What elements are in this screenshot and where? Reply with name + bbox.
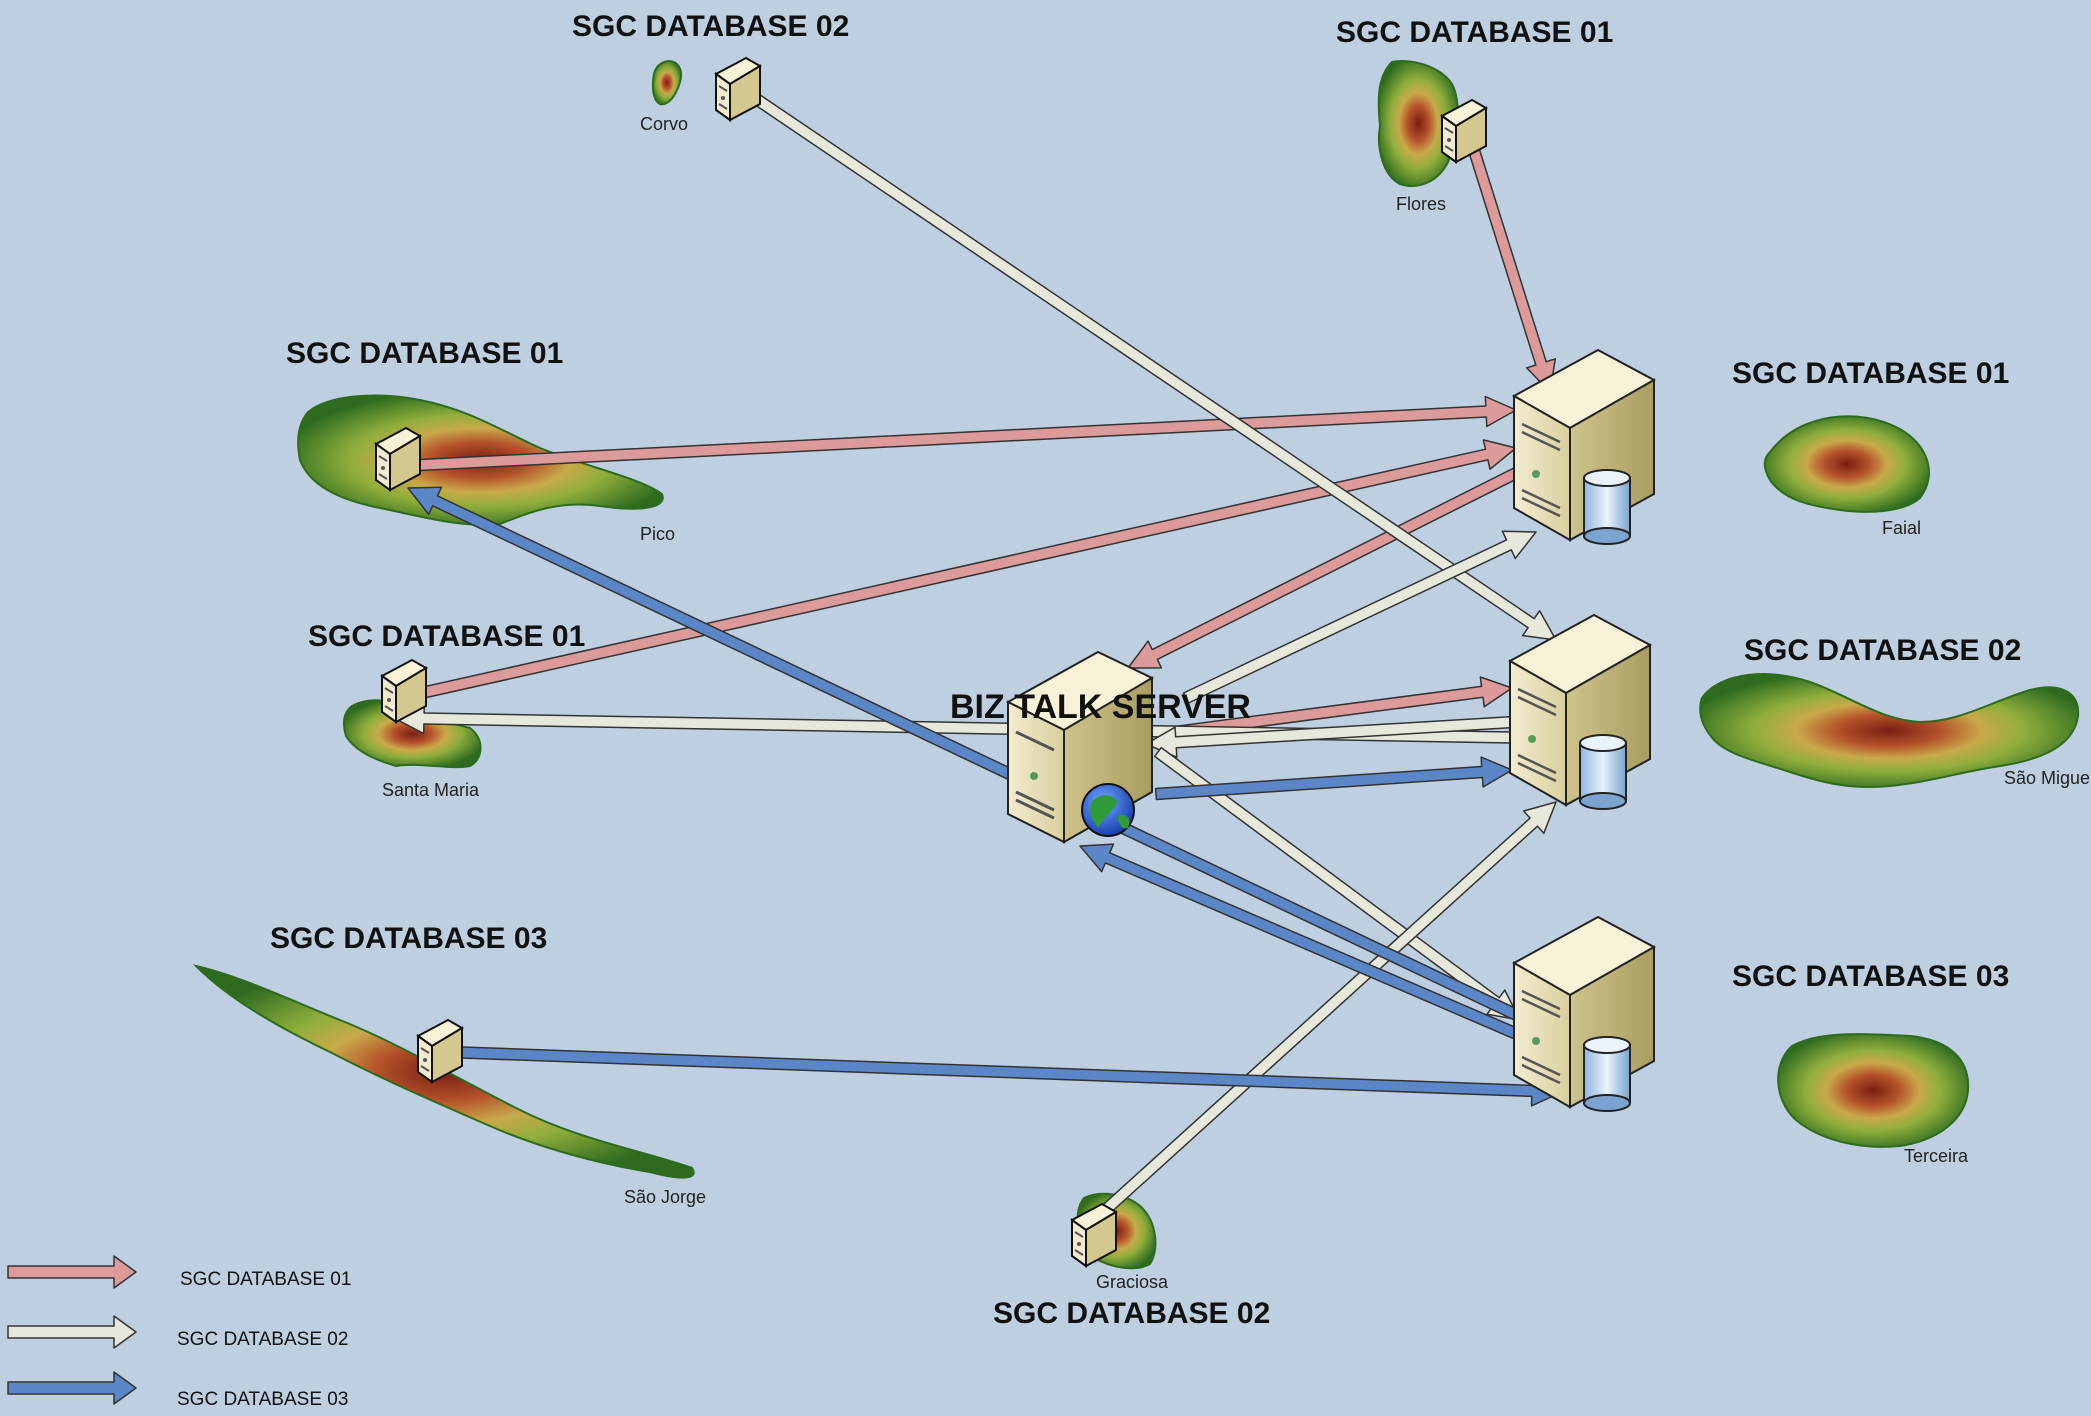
globe-icon [1081, 783, 1135, 837]
central-server-faial[interactable] [1511, 348, 1657, 545]
remote-server-corvo[interactable] [714, 56, 762, 122]
island-label-sao-jorge: São Jorge [624, 1187, 706, 1207]
island-label-graciosa: Graciosa [1096, 1272, 1169, 1292]
legend-arrows [7, 1255, 137, 1405]
legend-label-db02: SGC DATABASE 02 [177, 1329, 348, 1350]
remote-title-graciosa: SGC DATABASE 02 [993, 1297, 1270, 1330]
arrow-sao-jorge-to-terceira-db03 [447, 1045, 1563, 1107]
legend-arrow-db02 [7, 1315, 137, 1349]
remote-server-graciosa[interactable] [1070, 1202, 1118, 1268]
connection-arrows [393, 82, 1590, 1229]
biz-talk-server[interactable] [1005, 650, 1155, 844]
arrow-biztalk-to-sao-miguel-db03 [1154, 756, 1513, 801]
hub-server-vent [1015, 798, 1055, 820]
server-vent [1521, 422, 1561, 444]
arrow-biztalk-to-faial-db02 [1182, 530, 1537, 704]
server-led [1528, 735, 1536, 743]
arrow-graciosa-to-sao-miguel-db02 [1085, 801, 1557, 1229]
database-cylinder-icon [1583, 1036, 1631, 1112]
central-title-terceira: SGC DATABASE 03 [1732, 960, 2009, 993]
server-vent [1521, 430, 1561, 452]
central-servers [1507, 348, 1657, 1112]
database-cylinder-icon [1583, 469, 1631, 545]
server-vent [1521, 997, 1561, 1019]
hub-title: BIZ TALK SERVER [950, 688, 1251, 726]
remote-servers [374, 56, 1488, 1268]
server-vent [1517, 695, 1557, 717]
legend: SGC DATABASE 01 SGC DATABASE 02 SGC DATA… [7, 1255, 351, 1410]
legend-arrow-db03 [7, 1371, 137, 1405]
island-flores [1377, 60, 1459, 187]
server-vent [1517, 687, 1557, 709]
server-vent [1521, 488, 1561, 510]
remote-server-santa-maria[interactable] [380, 658, 428, 724]
database-cylinder-icon [1579, 734, 1627, 810]
central-server-sao-miguel[interactable] [1507, 613, 1653, 810]
island-label-santa-maria: Santa Maria [382, 780, 480, 800]
arrow-faial-to-biztalk-db01 [1127, 444, 1566, 669]
arrow-flores-to-faial-db01 [1461, 125, 1557, 393]
server-led [1532, 470, 1540, 478]
remote-title-sao-jorge: SGC DATABASE 03 [270, 922, 547, 955]
remote-title-flores: SGC DATABASE 01 [1336, 16, 1613, 49]
remote-title-pico: SGC DATABASE 01 [286, 337, 563, 370]
island-label-faial: Faial [1882, 518, 1921, 538]
legend-label-db03: SGC DATABASE 03 [177, 1389, 348, 1410]
remote-title-santa-maria: SGC DATABASE 01 [308, 620, 585, 653]
island-label-sao-miguel: São Miguel [2004, 768, 2091, 788]
legend-label-db01: SGC DATABASE 01 [180, 1269, 351, 1290]
remote-server-pico[interactable] [374, 426, 422, 492]
remote-title-corvo: SGC DATABASE 02 [572, 10, 849, 43]
remote-server-sao-jorge[interactable] [416, 1018, 464, 1084]
server-vent [1521, 1055, 1561, 1077]
arrow-terceira-to-pico-db03 [407, 486, 1590, 1054]
arrow-pico-to-faial-db01 [398, 395, 1517, 473]
hub-server-slot [1015, 730, 1055, 752]
arrow-terceira-to-biztalk-db03 [1079, 843, 1543, 1050]
server-vent [1517, 753, 1557, 775]
server-vent [1517, 761, 1557, 783]
remote-server-flores[interactable] [1440, 98, 1488, 164]
central-server-terceira[interactable] [1511, 915, 1657, 1112]
island-faial [1763, 415, 1930, 513]
island-label-flores: Flores [1396, 194, 1446, 214]
server-vent [1521, 1063, 1561, 1085]
hub-server-vent [1015, 790, 1055, 812]
island-label-terceira: Terceira [1904, 1146, 1969, 1166]
hub-server-led [1030, 772, 1038, 780]
server-vent [1521, 496, 1561, 518]
server-vent [1521, 989, 1561, 1011]
island-sao-miguel [1699, 673, 2080, 789]
island-label-corvo: Corvo [640, 114, 688, 134]
arrow-santa-maria-to-faial-db01 [406, 439, 1517, 703]
central-title-faial: SGC DATABASE 01 [1732, 357, 2009, 390]
arrow-biztalk-to-sao-miguel-db01 [1158, 676, 1513, 741]
island-terceira [1777, 1033, 1970, 1148]
central-title-sao-miguel: SGC DATABASE 02 [1744, 634, 2021, 667]
arrow-corvo-to-sao-miguel-db02 [736, 82, 1557, 641]
island-corvo [651, 60, 682, 106]
server-led [1532, 1037, 1540, 1045]
legend-arrow-db01 [7, 1255, 137, 1289]
island-label-pico: Pico [640, 524, 675, 544]
